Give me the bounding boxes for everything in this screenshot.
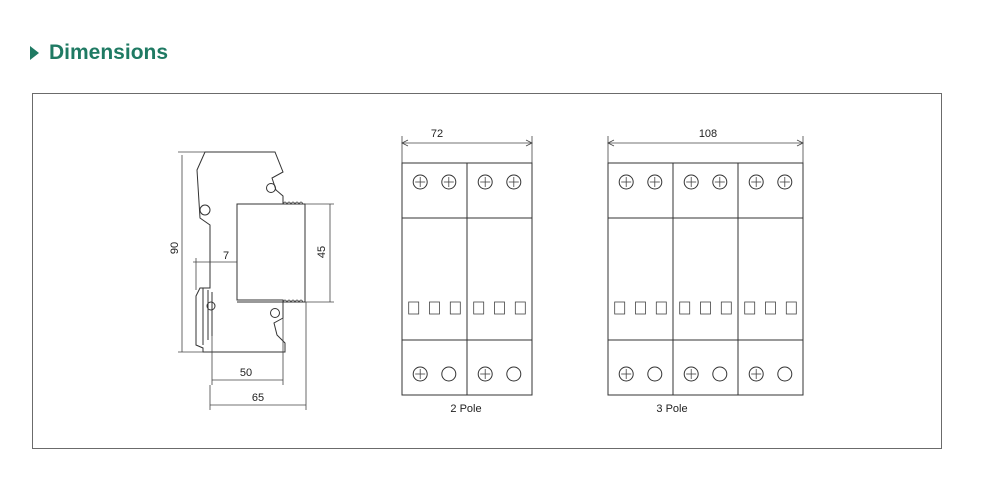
screw-terminal-icon — [618, 174, 634, 190]
indicator-window — [635, 301, 646, 315]
dim-offset-label: 7 — [223, 250, 229, 262]
side-hole-top — [199, 204, 211, 216]
indicator-window — [700, 301, 711, 315]
side-hole-upper — [266, 183, 276, 193]
dim-2pole-width-label: 72 — [431, 128, 443, 140]
indicator-window — [449, 301, 461, 315]
device-body — [607, 162, 804, 396]
terminal-hole-icon — [777, 366, 793, 382]
screw-terminal-icon — [618, 366, 634, 382]
diagram-frame — [32, 93, 942, 449]
dim-total-width-label: 65 — [252, 392, 264, 404]
screw-terminal-icon — [477, 366, 493, 382]
indicator-window — [744, 301, 756, 315]
screw-terminal-icon — [412, 174, 428, 190]
terminal-hole-icon — [647, 366, 663, 382]
indicator-window — [473, 301, 485, 315]
screw-terminal-icon — [412, 366, 428, 382]
screw-terminal-icon — [683, 366, 699, 382]
indicator-window — [720, 301, 732, 315]
indicator-window — [614, 301, 626, 315]
terminal-hole-icon — [506, 366, 522, 382]
indicator-window — [514, 301, 526, 315]
side-hole-lower — [270, 308, 280, 318]
indicator-window — [494, 301, 505, 315]
terminal-hole-icon — [441, 366, 457, 382]
side-terminal-block — [237, 203, 306, 303]
screw-terminal-icon — [712, 174, 728, 190]
side-view: 90 45 7 50 65 — [169, 151, 334, 410]
indicator-window — [655, 301, 667, 315]
three-pole-caption: 3 Pole — [656, 403, 687, 415]
side-profile-outline — [195, 151, 286, 353]
top-spring — [282, 201, 304, 205]
indicator-window — [679, 301, 691, 315]
two-pole-caption: 2 Pole — [450, 403, 481, 415]
section-title: Dimensions — [49, 41, 169, 64]
indicator-window — [785, 301, 797, 315]
screw-terminal-icon — [477, 174, 493, 190]
dim-inner-width-label: 50 — [240, 367, 252, 379]
triangle-bullet-icon — [30, 46, 39, 60]
indicator-window — [765, 301, 776, 315]
terminal-hole-icon — [712, 366, 728, 382]
bottom-spring — [282, 299, 304, 303]
indicator-window — [408, 301, 420, 315]
screw-terminal-icon — [506, 174, 522, 190]
screw-terminal-icon — [748, 366, 764, 382]
two-pole-view — [401, 136, 533, 396]
screw-terminal-icon — [441, 174, 457, 190]
three-pole-view — [607, 136, 804, 396]
section-header: Dimensions — [30, 38, 168, 68]
indicator-window — [429, 301, 440, 315]
screw-terminal-icon — [748, 174, 764, 190]
dim-inner-height-label: 45 — [316, 246, 328, 258]
screw-terminal-icon — [683, 174, 699, 190]
side-hole-clip — [206, 301, 216, 311]
dim-height-label: 90 — [169, 242, 181, 254]
dim-3pole-width-label: 108 — [699, 128, 717, 140]
screw-terminal-icon — [777, 174, 793, 190]
screw-terminal-icon — [647, 174, 663, 190]
